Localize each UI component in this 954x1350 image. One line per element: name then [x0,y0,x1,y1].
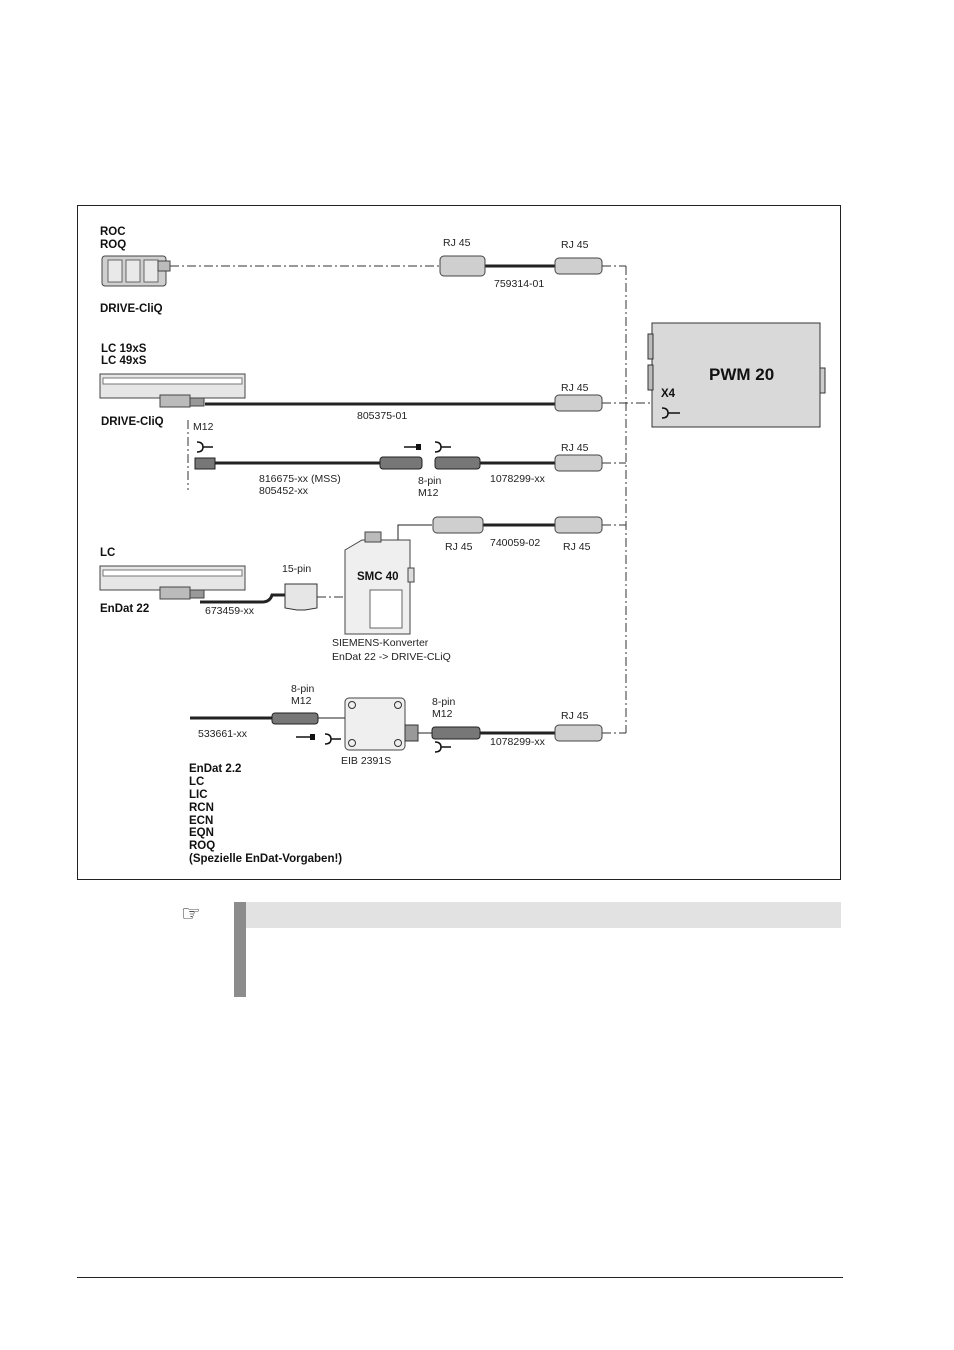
cable-label: 805452-xx [259,485,309,497]
lc-encoder-image [99,565,246,600]
m12-connector-icon [271,712,319,725]
cable-673459 [200,593,285,604]
rj45-label: RJ 45 [561,710,589,722]
m12-label: M12 [432,708,453,720]
rj45-coupling-icon [439,255,486,277]
smc40-device [344,531,415,635]
m12-connector-icon [434,456,481,470]
m12-connector-icon [194,457,216,470]
lc49-label: LC 49xS [101,355,147,367]
sub-d-15-connector-icon [284,583,318,611]
m12-label: M12 [291,695,312,707]
pin-label: 8-pin [418,475,442,487]
cable-label: 816675-xx (MSS) [259,473,341,485]
endat-list-item: EnDat 2.2 [189,763,241,775]
rj45-plug-icon [554,516,603,534]
cable-label: 1078299-xx [490,473,546,485]
rj45-label: RJ 45 [561,239,589,251]
drive-cliq-label: DRIVE-CliQ [101,416,164,428]
pointing-hand-icon: ☞ [181,901,201,926]
endat22-label: EnDat 22 [100,603,149,615]
rj45-label: RJ 45 [561,442,589,454]
rj45-label: RJ 45 [443,237,471,249]
endat-list-item: (Spezielle EnDat-Vorgaben!) [189,853,342,865]
eib2391s-device [344,697,419,751]
smc-caption: SIEMENS-Konverter [332,637,429,649]
rj45-plug-icon [554,394,603,412]
diagram-frame [77,205,841,880]
rj45-label: RJ 45 [561,382,589,394]
rj45-plug-icon [554,454,603,472]
endat-list-item: RCN [189,802,214,814]
rj45-plug-icon [432,516,484,534]
cable-label: 533661-xx [198,728,248,740]
rj45-plug-icon [554,257,603,275]
m12-connector-icon [379,456,423,470]
pin-label: 15-pin [282,563,311,575]
rj45-label: RJ 45 [445,541,473,553]
pwm20-device [647,322,826,428]
endat-list-item: ROQ [189,840,215,852]
drive-cliq-label: DRIVE-CliQ [100,303,163,315]
cable-label: 759314-01 [494,278,544,290]
endat-list-item: ECN [189,815,213,827]
smc40-label: SMC 40 [357,571,399,583]
endat-list-item: LIC [189,789,208,801]
roq-label: ROQ [100,239,126,251]
pin-label: 8-pin [291,683,315,695]
cable-label: 1078299-xx [490,736,546,748]
lc19-encoder-image [99,373,246,408]
smc-caption: EnDat 22 -> DRIVE-CLiQ [332,651,451,663]
m12-connector-icon [431,726,481,740]
endat-list-item: EQN [189,827,214,839]
note-bar [234,902,246,997]
note-header [246,902,841,928]
lc-label: LC [100,547,115,559]
lc19-label: LC 19xS [101,343,147,355]
cable-label: 805375-01 [357,410,407,422]
cable-label: 740059-02 [490,537,540,549]
pwm20-label: PWM 20 [709,365,774,384]
pwm-port-symbol-icon [661,407,680,419]
roc-label: ROC [100,226,126,238]
m12-label: M12 [193,421,214,433]
rj45-label: RJ 45 [563,541,591,553]
endat-list-item: LC [189,776,204,788]
rj45-plug-icon [554,724,603,742]
footer-rule [77,1277,843,1278]
eib-label: EIB 2391S [341,755,391,767]
m12-label: M12 [418,487,439,499]
roc-encoder-image [101,255,171,287]
pwm-port-label: X4 [661,388,676,400]
pin-label: 8-pin [432,696,456,708]
cable-label: 673459-xx [205,605,255,617]
